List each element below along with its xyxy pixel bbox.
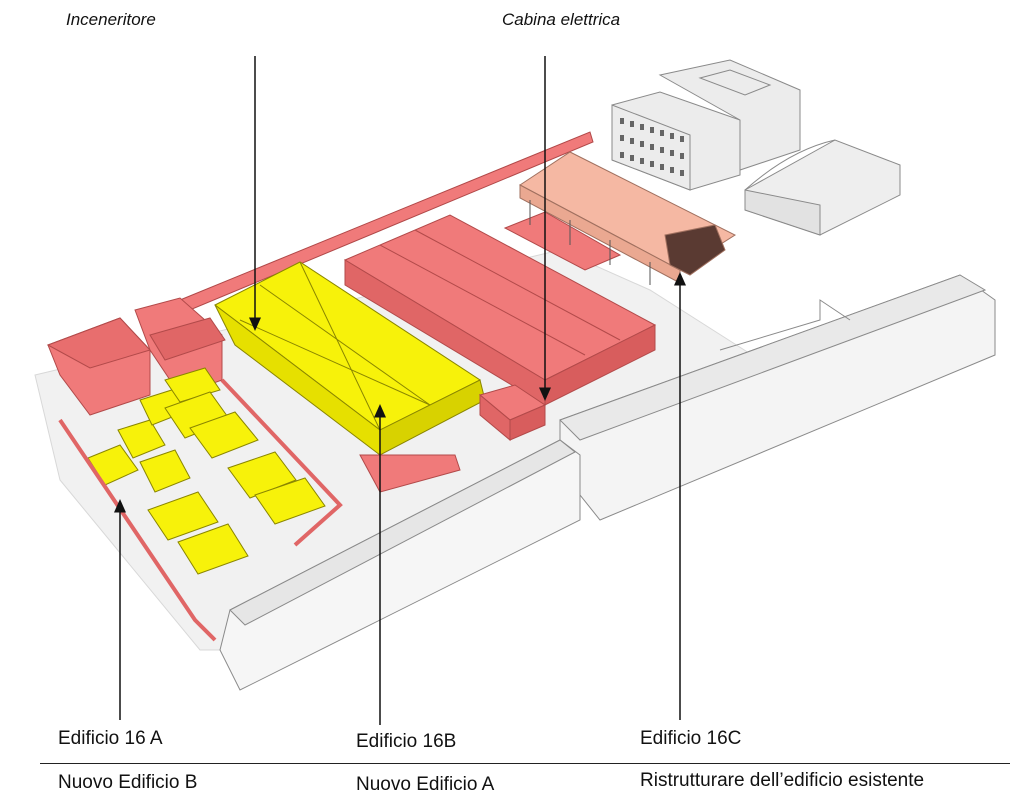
label-edificio-16c: Edificio 16C bbox=[640, 728, 742, 749]
enclosure-wall-b bbox=[58, 418, 217, 642]
label-nuovo-edificio-b: Nuovo Edificio B bbox=[58, 772, 198, 793]
enclosure-wall-b-right bbox=[220, 378, 343, 547]
label-edificio-16b: Edificio 16B bbox=[356, 731, 457, 752]
label-cabina-elettrica: Cabina elettrica bbox=[502, 10, 621, 29]
existing-grey-long-building bbox=[219, 274, 996, 691]
restoration-shed bbox=[519, 151, 737, 285]
electrical-cabin bbox=[478, 384, 547, 442]
new-building-a bbox=[214, 261, 486, 457]
label-ristrutturare: Ristrutturare dell’edificio esistente bbox=[640, 770, 925, 791]
divider-line bbox=[40, 763, 1010, 764]
window-grid bbox=[620, 118, 684, 176]
enclosure-wall-a bbox=[359, 454, 461, 493]
existing-red-warehouse bbox=[343, 211, 657, 406]
existing-grey-hangar bbox=[744, 139, 901, 236]
label-edificio-16a: Edificio 16 A bbox=[58, 728, 163, 749]
label-inceneritore: Inceneritore bbox=[66, 10, 156, 29]
label-nuovo-edificio-a: Nuovo Edificio A bbox=[356, 774, 495, 795]
new-building-b-cluster bbox=[87, 367, 326, 575]
